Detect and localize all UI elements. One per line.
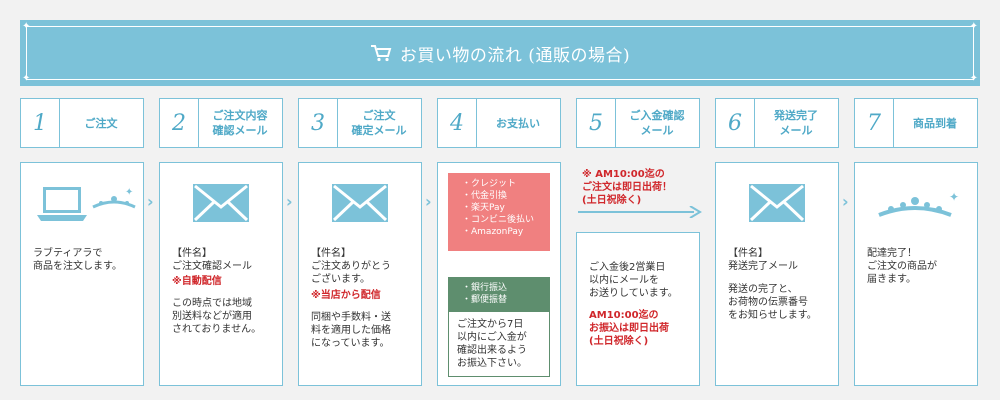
laptop-icon xyxy=(37,187,87,221)
step-number: 2 xyxy=(160,99,199,147)
card-payment: ・クレジット ・代金引換 ・楽天Pay ・コンビニ後払い ・AmazonPay … xyxy=(437,162,561,386)
page-title: お買い物の流れ (通販の場合) xyxy=(399,45,631,66)
banner-frame: お買い物の流れ (通販の場合) xyxy=(26,26,974,80)
step-number: 4 xyxy=(438,99,477,147)
step-header-6: 6 発送完了 メール xyxy=(715,98,839,148)
step-header-1: 1 ご注文 xyxy=(20,98,144,148)
svg-text:✦: ✦ xyxy=(949,190,959,204)
step-label: ご入金確認 メール xyxy=(629,109,685,137)
card-shipped-mail: 【件名】 発送完了メール 発送の完了と、 お荷物の伝票番号 をお知らせします。 xyxy=(715,162,839,386)
card-arrival: ✦ 配達完了！ ご注文の商品が 届きます。 xyxy=(854,162,978,386)
step-label: ご注文 確定メール xyxy=(351,109,407,137)
step-header-4: 4 お支払い xyxy=(437,98,561,148)
tiara-icon: ✦ xyxy=(878,190,959,217)
delivery-note: ※当店から配信 xyxy=(311,290,381,301)
chevron-right-icon: › xyxy=(425,192,432,211)
delivery-note: ※自動配信 xyxy=(172,276,222,287)
tiara-icon: ✦ xyxy=(92,187,136,209)
mail-subject: 【件名】 ご注文確認メール xyxy=(172,248,252,272)
corner-ornament-icon: ✦ xyxy=(969,73,978,84)
bank-note-box: ご注文から7日 以内にご入金が 確認出来るよう お振込下さい。 xyxy=(448,311,550,377)
card-body: 同梱や手数料・送 料を適用した価格 になっています。 xyxy=(311,312,391,349)
title-banner: お買い物の流れ (通販の場合) ✦ ✦ ✦ ✦ xyxy=(20,20,980,86)
same-day-note: ※ AM10:00迄の ご注文は即日出荷！ (土日祝除く) xyxy=(582,169,672,206)
envelope-icon xyxy=(193,184,249,222)
bank-transfer-box: ・銀行振込 ・郵便振替 xyxy=(448,277,550,311)
step-label: ご注文 xyxy=(84,116,118,130)
step-header-2: 2 ご注文内容 確認メール xyxy=(159,98,283,148)
card-body: ご入金後2営業日 以内にメールを お送りしています。 xyxy=(589,262,678,299)
bank-note: ご注文から7日 以内にご入金が 確認出来るよう お振込下さい。 xyxy=(457,319,527,369)
corner-ornament-icon: ✦ xyxy=(22,21,31,32)
card-payment-confirm: ご入金後2営業日 以内にメールを お送りしています。 AM10:00迄の お振込… xyxy=(576,232,700,386)
card-fixed-mail: 【件名】 ご注文ありがとう ございます。 ※当店から配信 同梱や手数料・送 料を… xyxy=(298,162,422,386)
chevron-right-icon: › xyxy=(286,192,293,211)
corner-ornament-icon: ✦ xyxy=(969,21,978,32)
step-label: 発送完了 メール xyxy=(774,109,818,137)
step-number: 1 xyxy=(21,99,60,147)
step-label: 商品到着 xyxy=(913,116,957,130)
card-order: ✦ ラブティアラで 商品を注文します。 xyxy=(20,162,144,386)
step-number: 7 xyxy=(855,99,894,147)
step-number: 3 xyxy=(299,99,338,147)
cart-icon xyxy=(370,45,392,62)
step-label: お支払い xyxy=(496,116,540,130)
step-number: 5 xyxy=(577,99,616,147)
envelope-icon xyxy=(332,184,388,222)
mail-subject: 【件名】 発送完了メール xyxy=(728,248,798,272)
step-label: ご注文内容 確認メール xyxy=(212,109,268,137)
card-body: 発送の完了と、 お荷物の伝票番号 をお知らせします。 xyxy=(728,284,817,321)
mail-subject: 【件名】 ご注文ありがとう ございます。 xyxy=(311,248,391,285)
step-header-7: 7 商品到着 xyxy=(854,98,978,148)
chevron-right-icon: › xyxy=(842,192,849,211)
chevron-right-icon: › xyxy=(147,192,154,211)
step-number: 6 xyxy=(716,99,755,147)
svg-text:✦: ✦ xyxy=(125,187,133,198)
card-text: ラブティアラで 商品を注文します。 xyxy=(33,248,122,272)
card-confirm-mail: 【件名】 ご注文確認メール ※自動配信 この時点では地域 別送料などが適用 され… xyxy=(159,162,283,386)
card-text: 配達完了！ ご注文の商品が 届きます。 xyxy=(867,248,937,285)
envelope-icon xyxy=(749,184,805,222)
step-header-3: 3 ご注文 確定メール xyxy=(298,98,422,148)
payment-methods-box: ・クレジット ・代金引換 ・楽天Pay ・コンビニ後払い ・AmazonPay xyxy=(448,173,550,251)
arrow-right-icon xyxy=(578,206,702,218)
card-body: この時点では地域 別送料などが適用 されておりません。 xyxy=(172,298,262,335)
step-header-5: 5 ご入金確認 メール xyxy=(576,98,700,148)
same-day-transfer-note: AM10:00迄の お振込は即日出荷 (土日祝除く) xyxy=(589,310,669,347)
corner-ornament-icon: ✦ xyxy=(22,73,31,84)
